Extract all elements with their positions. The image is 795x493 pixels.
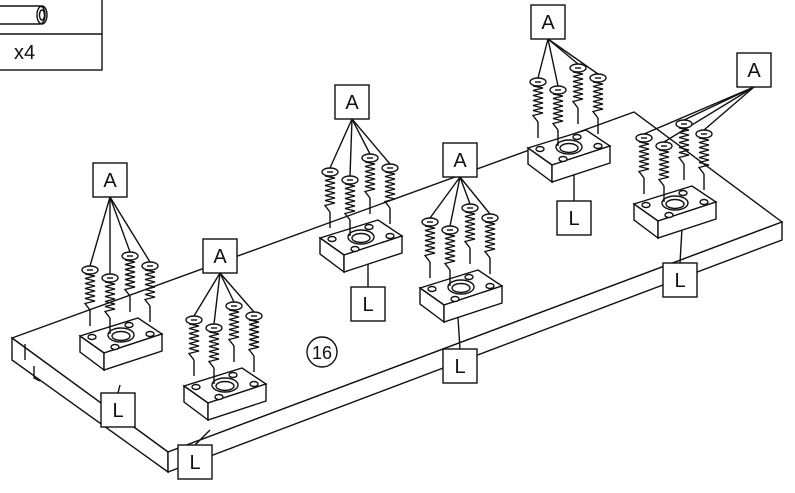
screw <box>341 175 359 236</box>
screw <box>225 301 243 362</box>
bracket-callout-label: L <box>442 348 478 384</box>
bracket-block <box>526 129 612 184</box>
screw-callout-label: A <box>92 162 128 198</box>
screw <box>549 85 567 146</box>
step-number-badge: 16 <box>306 336 338 368</box>
bracket-callout-label-text: L <box>568 208 579 230</box>
screw <box>121 251 139 312</box>
screw <box>635 133 653 194</box>
bracket-callout-label: L <box>100 392 136 428</box>
bracket-block <box>318 219 404 274</box>
screw-callout-label-text: A <box>345 92 359 114</box>
screw <box>529 77 547 138</box>
screw <box>655 141 673 202</box>
screw <box>421 217 439 278</box>
assembly-3: AL <box>318 84 404 322</box>
assembly-2: AL <box>177 238 268 480</box>
screw-callout-label: A <box>530 4 566 40</box>
screw <box>205 323 223 384</box>
screw <box>81 265 99 326</box>
screw <box>101 273 119 334</box>
screw <box>141 261 159 322</box>
screw <box>675 119 693 180</box>
bracket-callout-label: L <box>556 200 592 236</box>
screw-callout-label-text: A <box>213 246 227 268</box>
bracket-callout-label: L <box>350 286 386 322</box>
screw-callout-label-text: A <box>747 60 761 82</box>
assembly-6: AL <box>632 52 772 298</box>
bracket-callout-label: L <box>177 444 213 480</box>
bracket-block <box>418 269 504 324</box>
bracket-callout-label: L <box>662 262 698 298</box>
screw <box>381 163 399 224</box>
screw-callout-label-text: A <box>541 12 555 34</box>
bracket-block <box>632 185 718 240</box>
bracket-block <box>78 317 164 372</box>
assembly-1: AL <box>78 162 164 428</box>
screw <box>569 63 587 124</box>
assembly-4: AL <box>418 142 504 384</box>
bracket-callout-label-text: L <box>189 452 200 474</box>
screw-callout-label-text: A <box>103 170 117 192</box>
bracket-callout-label-text: L <box>454 356 465 378</box>
screw-callout-label: A <box>334 84 370 120</box>
bracket-callout-label-text: L <box>674 270 685 292</box>
bracket-block <box>182 367 268 422</box>
screw-callout-label: A <box>202 238 238 274</box>
screw-callout-label-text: A <box>453 150 467 172</box>
step-number: 16 <box>312 343 332 363</box>
bracket-callout-label-text: L <box>362 294 373 316</box>
screw <box>361 153 379 214</box>
bracket-callout-label-text: L <box>112 400 123 422</box>
screw <box>481 213 499 274</box>
screw-callout-label: A <box>442 142 478 178</box>
parts-box: x4 <box>0 0 103 71</box>
screw <box>185 315 203 376</box>
screw <box>461 203 479 264</box>
screw-callout-label: A <box>736 52 772 88</box>
screw <box>441 225 459 286</box>
screw <box>695 129 713 190</box>
screw <box>589 73 607 134</box>
screw <box>321 167 339 228</box>
screw-part-icon <box>0 5 48 25</box>
board-panel <box>10 111 784 474</box>
part-quantity-label: x4 <box>14 42 35 64</box>
screw <box>245 311 263 372</box>
assembly-5: AL <box>526 4 612 236</box>
